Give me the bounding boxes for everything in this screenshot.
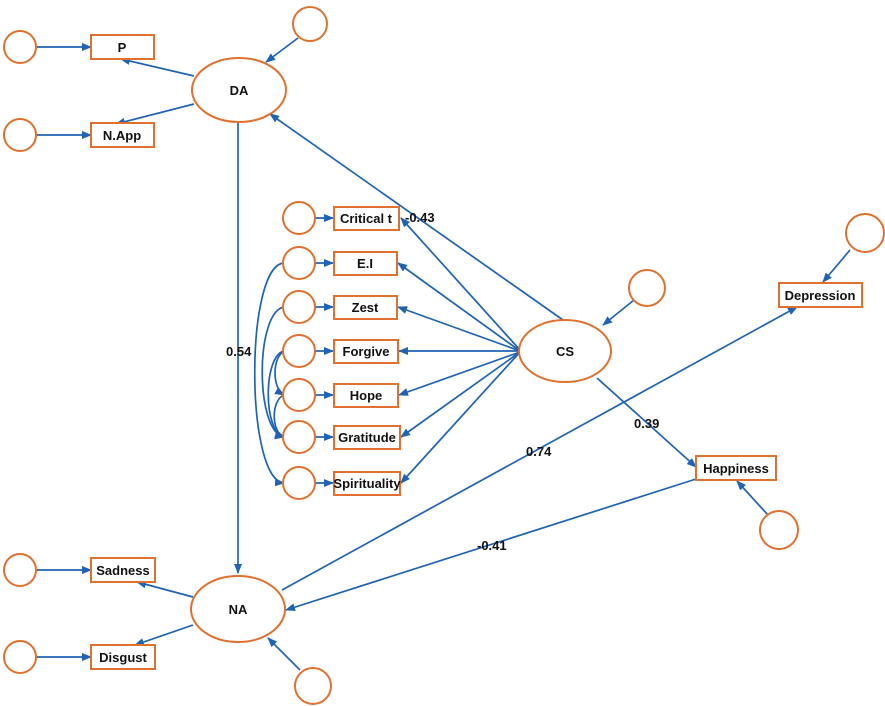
error-circle-zest xyxy=(282,290,316,324)
edge-cs-spirituality xyxy=(400,351,521,484)
indicator-p-label: P xyxy=(118,40,127,55)
indicator-spirituality: Spirituality xyxy=(333,471,401,496)
edge-cs-critical xyxy=(400,217,521,351)
indicator-critical-label: Critical t xyxy=(340,211,393,226)
indicator-forgive: Forgive xyxy=(333,339,399,364)
latent-cs-label: CS xyxy=(556,344,574,359)
edge-error-happiness xyxy=(736,480,769,516)
error-circle-napp xyxy=(3,118,37,152)
indicator-sadness-label: Sadness xyxy=(96,563,149,578)
edge-na-sadness xyxy=(136,580,194,598)
edge-da-p xyxy=(120,57,195,77)
error-circle-na xyxy=(294,667,332,705)
cov-zest-gratitude xyxy=(261,301,294,440)
indicator-p: P xyxy=(90,34,155,60)
error-circle-critical xyxy=(282,201,316,235)
latent-da: DA xyxy=(191,57,287,123)
error-terms xyxy=(3,6,885,705)
latent-da-label: DA xyxy=(230,83,249,98)
edge-error-depression xyxy=(822,249,851,283)
edge-error-na xyxy=(267,637,301,671)
indicator-critical: Critical t xyxy=(333,206,400,231)
error-circle-sadness xyxy=(3,553,37,587)
edge-error-da xyxy=(265,37,299,63)
indicator-depression: Depression xyxy=(778,282,863,308)
edge-cs-da xyxy=(269,113,564,321)
edge-na-depression xyxy=(281,306,798,591)
coef-cs-happiness: 0.39 xyxy=(634,416,659,431)
error-circle-ei xyxy=(282,246,316,280)
indicator-spirituality-label: Spirituality xyxy=(333,476,401,491)
latent-na-label: NA xyxy=(229,602,248,617)
edge-cs-hope xyxy=(398,351,521,396)
indicator-happiness: Happiness xyxy=(695,455,777,481)
indicator-disgust-label: Disgust xyxy=(99,650,147,665)
indicator-zest: Zest xyxy=(333,295,398,320)
error-circle-depression xyxy=(845,213,885,253)
coef-cs-da: -0.43 xyxy=(405,210,435,225)
edge-cs-zest xyxy=(397,306,521,352)
indicator-forgive-label: Forgive xyxy=(343,344,390,359)
edge-na-disgust xyxy=(134,624,194,646)
coef-na-depression: 0.74 xyxy=(526,444,552,459)
error-circle-hope xyxy=(282,378,316,412)
indicator-happiness-label: Happiness xyxy=(703,461,769,476)
error-circle-gratitude xyxy=(282,420,316,454)
error-circle-spirituality xyxy=(282,466,316,500)
edge-da-napp xyxy=(115,103,195,126)
error-circle-p xyxy=(3,30,37,64)
indicator-hope: Hope xyxy=(333,383,399,408)
error-circle-cs xyxy=(628,269,666,307)
indicator-napp-label: N.App xyxy=(103,128,141,143)
indicator-gratitude: Gratitude xyxy=(333,425,401,450)
error-circle-disgust xyxy=(3,640,37,674)
error-circle-da xyxy=(292,6,328,42)
indicator-zest-label: Zest xyxy=(352,300,379,315)
latent-cs: CS xyxy=(518,319,612,383)
indicator-ei: E.I xyxy=(333,251,398,276)
indicator-disgust: Disgust xyxy=(90,644,156,670)
indicator-gratitude-label: Gratitude xyxy=(338,430,396,445)
edge-cs-ei xyxy=(397,262,521,352)
edge-cs-gratitude xyxy=(400,351,521,438)
edges xyxy=(36,37,851,671)
edge-cs-happiness xyxy=(596,377,697,468)
indicator-hope-label: Hope xyxy=(350,388,383,403)
coef-happiness-na: -0.41 xyxy=(477,538,507,553)
latent-na: NA xyxy=(190,575,286,643)
indicator-napp: N.App xyxy=(90,122,155,148)
indicator-sadness: Sadness xyxy=(90,557,156,583)
edge-error-cs xyxy=(602,299,635,326)
edge-happiness-na xyxy=(285,478,697,612)
error-circle-forgive xyxy=(282,334,316,368)
indicator-ei-label: E.I xyxy=(357,256,373,271)
cov-hope-gratitude xyxy=(273,388,294,438)
indicator-depression-label: Depression xyxy=(785,288,856,303)
error-circle-happiness xyxy=(759,510,799,550)
coef-da-na: 0.54 xyxy=(226,344,252,359)
cov-forgive-hope xyxy=(274,342,294,396)
cov-ei-spirituality xyxy=(253,258,294,487)
